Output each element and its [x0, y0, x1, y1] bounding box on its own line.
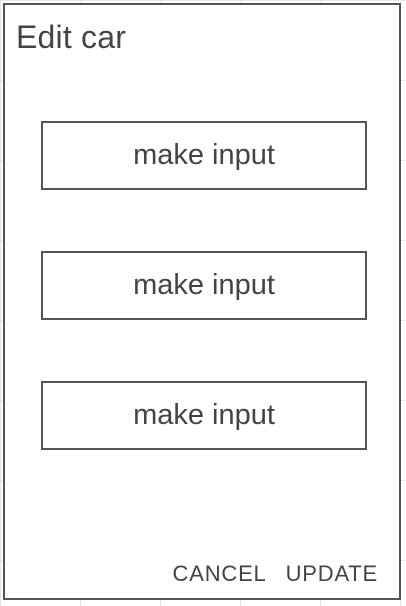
make-input[interactable]: make input [41, 121, 367, 190]
cancel-button[interactable]: CANCEL [172, 561, 267, 586]
make-input[interactable]: make input [41, 381, 367, 450]
make-input-label: make input [133, 269, 275, 301]
dialog-title: Edit car [16, 19, 127, 55]
update-button[interactable]: UPDATE [285, 561, 378, 586]
dialog-actions: CANCEL UPDATE [173, 563, 378, 585]
make-input[interactable]: make input [41, 251, 367, 320]
make-input-label: make input [133, 399, 275, 431]
edit-car-dialog: Edit car make input make input make inpu… [3, 3, 401, 600]
make-input-label: make input [133, 139, 275, 171]
